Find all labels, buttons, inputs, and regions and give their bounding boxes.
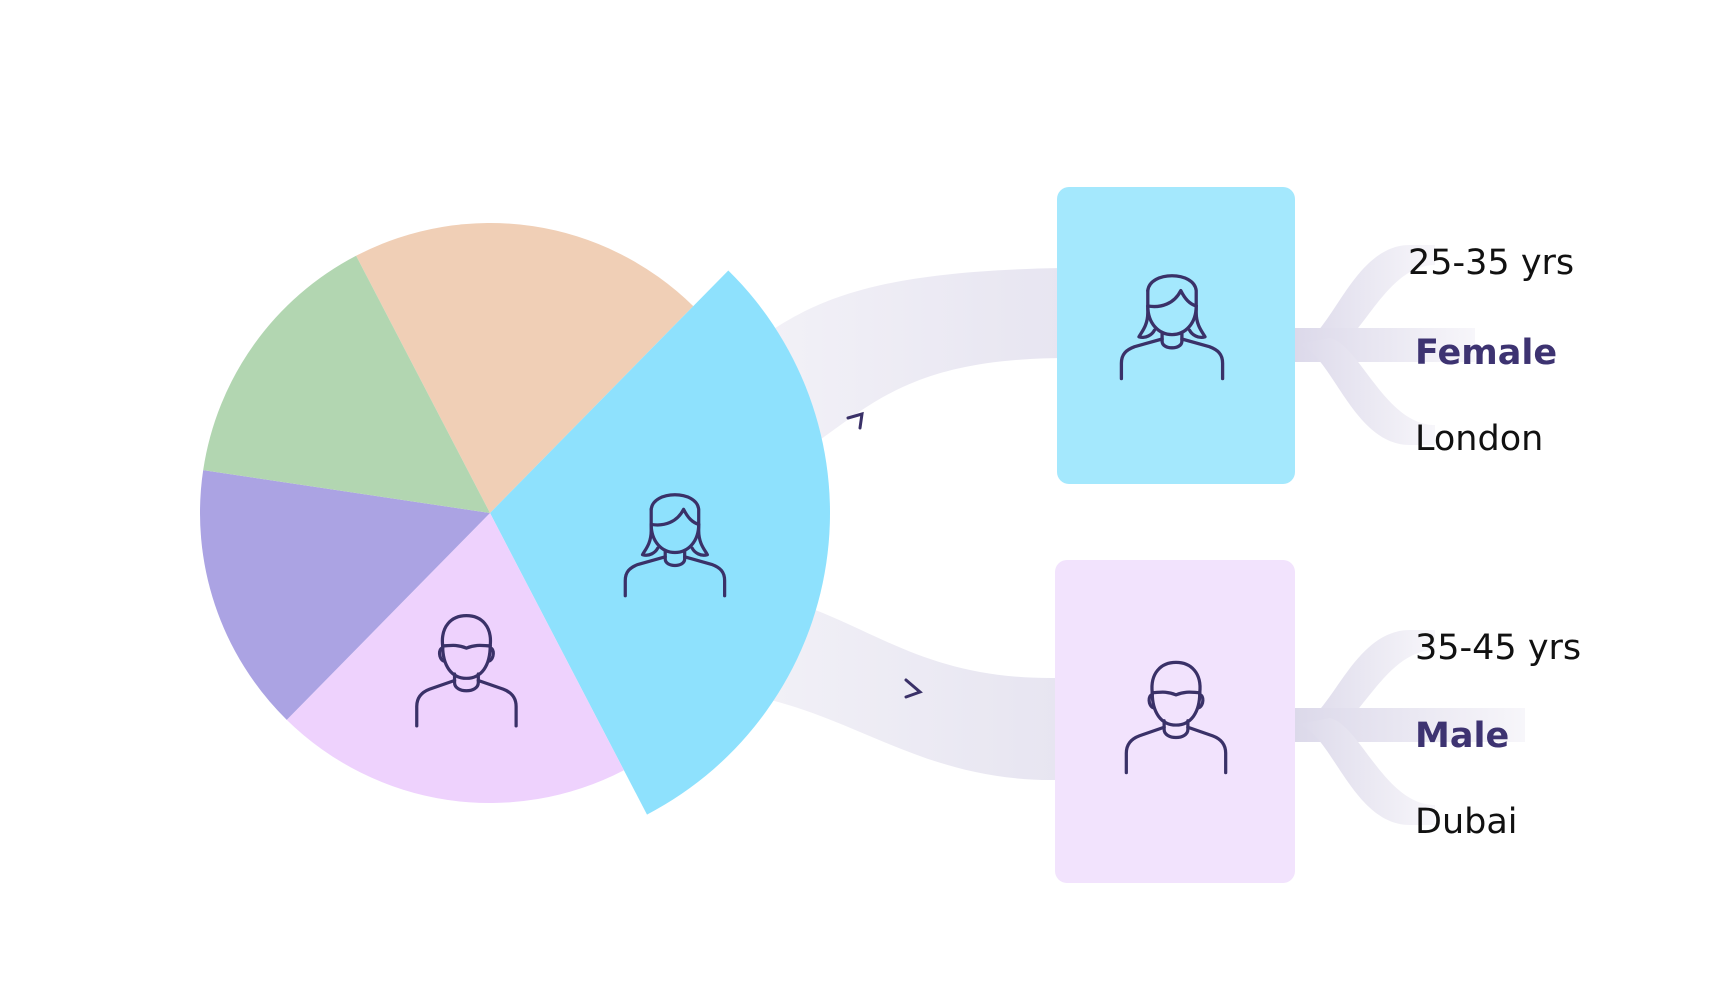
female-gender-label: Female [1415, 333, 1557, 373]
pie-slice-green [203, 255, 490, 513]
chevron-right-icon [904, 678, 923, 699]
chevron-right-icon [846, 411, 864, 430]
pie-slice-blue [490, 270, 831, 815]
pie-slice-purple [200, 470, 491, 720]
attribute-fan-male [1295, 630, 1525, 825]
pie-slice-pink [286, 513, 624, 803]
attribute-fan-female [1295, 245, 1475, 445]
female-age-label: 25-35 yrs [1408, 243, 1574, 283]
male-gender-label: Male [1415, 716, 1509, 756]
female-location-label: London [1415, 419, 1543, 459]
segment-pie-chart [200, 222, 831, 815]
male-profile-card [1055, 560, 1295, 883]
pie-slice-peach [356, 222, 694, 513]
male-age-label: 35-45 yrs [1415, 628, 1581, 668]
male-location-label: Dubai [1415, 802, 1518, 842]
